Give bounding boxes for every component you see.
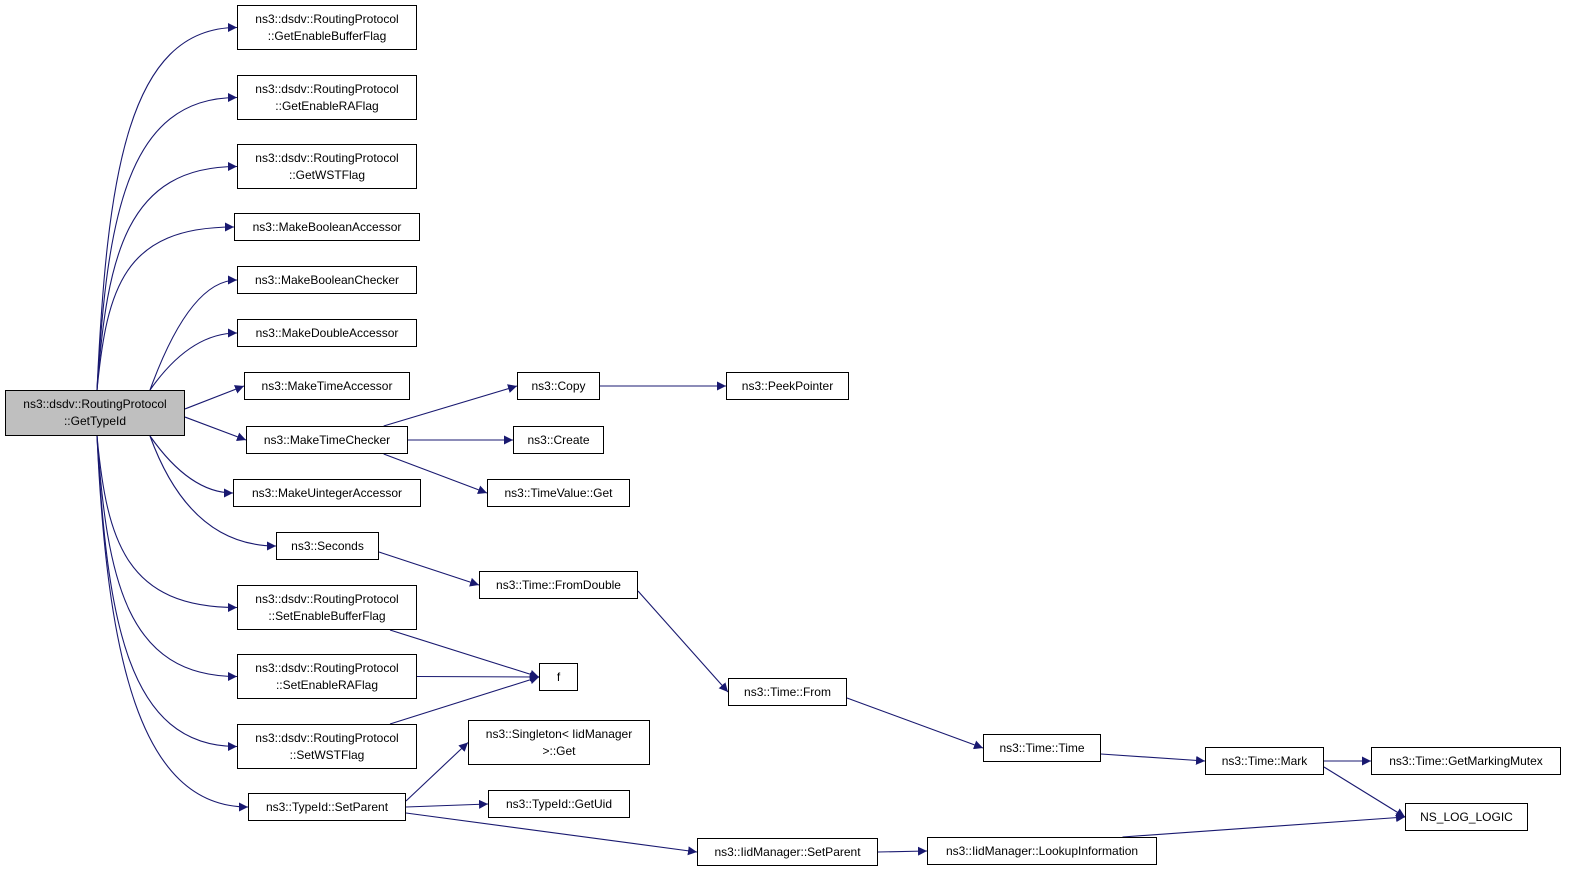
node-label-line: ns3::dsdv::RoutingProtocol <box>23 397 167 411</box>
node-label-line: ns3::MakeTimeChecker <box>263 432 391 447</box>
edge-layer <box>96 23 1406 856</box>
call-edge-time_time-to-time_mark <box>1100 753 1206 765</box>
call-edge-time_from_double-to-time_from <box>637 590 729 693</box>
call-edge-root-to-get_wst_flag <box>96 162 238 391</box>
node-label-line: ns3::Time::GetMarkingMutex <box>1389 753 1543 768</box>
node-label-line: ns3::Time::FromDouble <box>496 577 621 592</box>
node-label-line: ::GetEnableBufferFlag <box>267 28 387 43</box>
call-edge-root-to-set_wst_flag <box>96 435 238 751</box>
node-label-line: ns3::Time::Time <box>999 740 1085 755</box>
node-ns-log-logic[interactable]: NS_LOG_LOGIC <box>1405 803 1528 831</box>
node-label-line: ns3::Singleton< IidManager <box>485 726 633 741</box>
node-label-line: ns3::MakeUintegerAccessor <box>251 485 403 500</box>
call-edge-set_enable_buffer_flag-to-f <box>389 629 540 679</box>
node-get-wst-flag[interactable]: ns3::dsdv::RoutingProtocol ::GetWSTFlag <box>237 144 417 189</box>
call-edge-typeid_set_parent-to-singleton_get <box>405 742 469 802</box>
node-label-line: ::GetWSTFlag <box>288 167 365 182</box>
node-get-enable-ra-flag[interactable]: ns3::dsdv::RoutingProtocol ::GetEnableRA… <box>237 75 417 120</box>
node-label-line: ns3::MakeBooleanChecker <box>254 272 400 287</box>
call-edge-time_from-to-time_time <box>846 697 984 750</box>
call-edge-root-to-seconds <box>149 435 277 551</box>
node-set-enable-buffer-flag[interactable]: ns3::dsdv::RoutingProtocol ::SetEnableBu… <box>237 585 417 630</box>
node-label-line: ::SetEnableRAFlag <box>275 677 379 692</box>
node-label-line: ns3::dsdv::RoutingProtocol <box>255 660 399 675</box>
node-label-line: ns3::TypeId::GetUid <box>505 796 613 811</box>
node-time-mark[interactable]: ns3::Time::Mark <box>1205 747 1324 775</box>
node-label-line: ::SetEnableBufferFlag <box>268 608 386 623</box>
node-label-line: ns3::MakeTimeAccessor <box>261 378 393 393</box>
node-label-line: ns3::MakeDoubleAccessor <box>255 325 399 340</box>
node-label-line: ns3::Copy <box>531 378 586 393</box>
node-label-line: >::Get <box>542 743 576 758</box>
node-make-boolean-accessor[interactable]: ns3::MakeBooleanAccessor <box>234 213 420 241</box>
call-edge-root-to-make_uinteger_accessor <box>149 435 234 498</box>
call-edge-iid_manager_set_parent-to-iid_manager_lookup_information <box>877 846 928 856</box>
node-label-line: ns3::dsdv::RoutingProtocol <box>255 730 399 745</box>
call-edge-root-to-make_time_checker <box>184 416 247 442</box>
node-typeid-get-uid[interactable]: ns3::TypeId::GetUid <box>488 790 630 818</box>
node-copy[interactable]: ns3::Copy <box>517 372 600 400</box>
call-edge-root-to-set_enable_buffer_flag <box>96 435 238 612</box>
node-seconds[interactable]: ns3::Seconds <box>276 532 379 560</box>
call-edge-root-to-make_boolean_accessor <box>96 222 235 391</box>
node-make-time-checker[interactable]: ns3::MakeTimeChecker <box>246 426 408 454</box>
call-edge-typeid_set_parent-to-iid_manager_set_parent <box>405 812 698 856</box>
node-time-time[interactable]: ns3::Time::Time <box>983 734 1101 762</box>
node-label-line: ns3::IidManager::LookupInformation <box>945 843 1139 858</box>
node-set-wst-flag[interactable]: ns3::dsdv::RoutingProtocol ::SetWSTFlag <box>237 724 417 769</box>
node-time-from-double[interactable]: ns3::Time::FromDouble <box>479 571 638 599</box>
call-edge-root-to-set_enable_ra_flag <box>96 435 238 681</box>
call-edge-root-to-make_boolean_checker <box>149 275 238 391</box>
node-root-get-type-id: ns3::dsdv::RoutingProtocol ::GetTypeId <box>5 390 185 436</box>
node-label-line: ns3::MakeBooleanAccessor <box>252 219 402 234</box>
node-iid-manager-set-parent[interactable]: ns3::IidManager::SetParent <box>697 838 878 866</box>
node-label-line: ::GetTypeId <box>63 414 127 428</box>
node-set-enable-ra-flag[interactable]: ns3::dsdv::RoutingProtocol ::SetEnableRA… <box>237 654 417 699</box>
node-get-enable-buffer-flag[interactable]: ns3::dsdv::RoutingProtocol ::GetEnableBu… <box>237 5 417 50</box>
call-edge-set_enable_ra_flag-to-f <box>416 672 540 682</box>
node-label-line: ns3::Create <box>527 432 590 447</box>
node-make-boolean-checker[interactable]: ns3::MakeBooleanChecker <box>237 266 417 294</box>
call-edge-root-to-get_enable_ra_flag <box>96 93 238 391</box>
call-edge-root-to-make_time_accessor <box>184 385 245 410</box>
node-label-line: ns3::TimeValue::Get <box>504 485 613 500</box>
node-label-line: ns3::dsdv::RoutingProtocol <box>255 81 399 96</box>
call-edge-root-to-make_double_accessor <box>149 328 238 391</box>
node-make-double-accessor[interactable]: ns3::MakeDoubleAccessor <box>237 319 417 347</box>
node-typeid-set-parent[interactable]: ns3::TypeId::SetParent <box>248 793 406 821</box>
node-label-line: ::SetWSTFlag <box>289 747 365 762</box>
call-edge-make_time_checker-to-timevalue_get <box>383 453 488 495</box>
call-edge-root-to-get_enable_buffer_flag <box>96 23 238 391</box>
call-edge-make_time_checker-to-copy <box>383 384 518 427</box>
node-label-line: ns3::dsdv::RoutingProtocol <box>255 591 399 606</box>
node-singleton-get[interactable]: ns3::Singleton< IidManager >::Get <box>468 720 650 765</box>
node-label-line: ns3::Time::Mark <box>1221 753 1308 768</box>
node-time-from[interactable]: ns3::Time::From <box>728 678 847 706</box>
call-edge-typeid_set_parent-to-typeid_get_uid <box>405 799 489 809</box>
node-label-line: f <box>556 669 561 684</box>
node-label-line: ::GetEnableRAFlag <box>275 98 379 113</box>
call-edge-seconds-to-time_from_double <box>378 551 480 587</box>
node-label-line: ns3::PeekPointer <box>741 378 834 393</box>
node-f[interactable]: f <box>539 663 578 691</box>
node-make-time-accessor[interactable]: ns3::MakeTimeAccessor <box>244 372 410 400</box>
node-label-line: ns3::Time::From <box>744 684 831 699</box>
node-label-line: ns3::dsdv::RoutingProtocol <box>255 11 399 26</box>
node-make-uinteger-accessor[interactable]: ns3::MakeUintegerAccessor <box>233 479 421 507</box>
call-edge-iid_manager_lookup_information-to-ns_log_logic <box>1122 813 1406 838</box>
node-create[interactable]: ns3::Create <box>513 426 604 454</box>
node-peek-pointer[interactable]: ns3::PeekPointer <box>726 372 849 400</box>
node-label-line: ns3::TypeId::SetParent <box>265 799 389 814</box>
node-time-get-marking-mutex[interactable]: ns3::Time::GetMarkingMutex <box>1371 747 1561 775</box>
node-timevalue-get[interactable]: ns3::TimeValue::Get <box>487 479 630 507</box>
call-edge-time_mark-to-ns_log_logic <box>1323 766 1406 818</box>
node-label-line: ns3::dsdv::RoutingProtocol <box>255 150 399 165</box>
node-label-line: ns3::IidManager::SetParent <box>714 844 861 859</box>
node-label-line: NS_LOG_LOGIC <box>1420 809 1513 824</box>
call-edge-set_wst_flag-to-f <box>389 675 540 725</box>
node-iid-manager-lookup-information[interactable]: ns3::IidManager::LookupInformation <box>927 837 1157 865</box>
node-label-line: ns3::Seconds <box>291 538 364 553</box>
call-edge-root-to-typeid_set_parent <box>96 435 249 812</box>
